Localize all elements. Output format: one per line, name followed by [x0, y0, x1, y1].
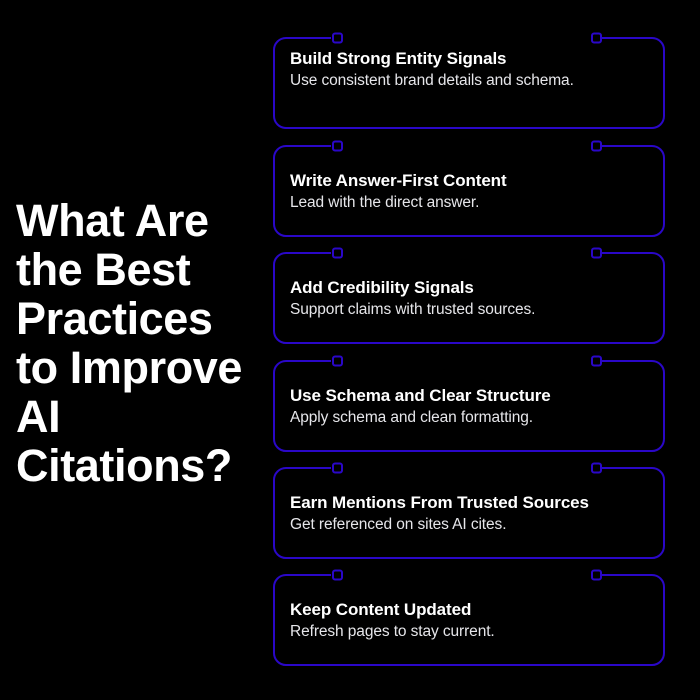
list-item[interactable]: Build Strong Entity Signals Use consiste…: [269, 32, 669, 133]
card-description: Lead with the direct answer.: [290, 193, 480, 211]
card-description: Get referenced on sites AI cites.: [290, 515, 507, 533]
list-item[interactable]: Add Credibility Signals Support claims w…: [269, 247, 669, 348]
card-title: Earn Mentions From Trusted Sources: [290, 492, 589, 512]
list-item[interactable]: Use Schema and Clear Structure Apply sch…: [269, 355, 669, 456]
card-title: Keep Content Updated: [290, 599, 472, 619]
card-description: Refresh pages to stay current.: [290, 622, 495, 640]
card-description: Apply schema and clean formatting.: [290, 408, 534, 426]
practice-card-list: Build Strong Entity Signals Use consiste…: [269, 32, 669, 670]
page-title: What Are the Best Practices to Improve A…: [16, 195, 243, 491]
card-description: Support claims with trusted sources.: [290, 300, 536, 318]
card-title: Add Credibility Signals: [290, 277, 474, 297]
card-title: Write Answer-First Content: [290, 170, 507, 190]
card-title: Use Schema and Clear Structure: [290, 385, 551, 405]
list-item[interactable]: Write Answer-First Content Lead with the…: [269, 140, 669, 241]
card-description: Use consistent brand details and schema.: [290, 72, 574, 89]
list-item[interactable]: Keep Content Updated Refresh pages to st…: [269, 569, 669, 670]
card-title: Build Strong Entity Signals: [290, 49, 507, 68]
list-item[interactable]: Earn Mentions From Trusted Sources Get r…: [269, 462, 669, 563]
